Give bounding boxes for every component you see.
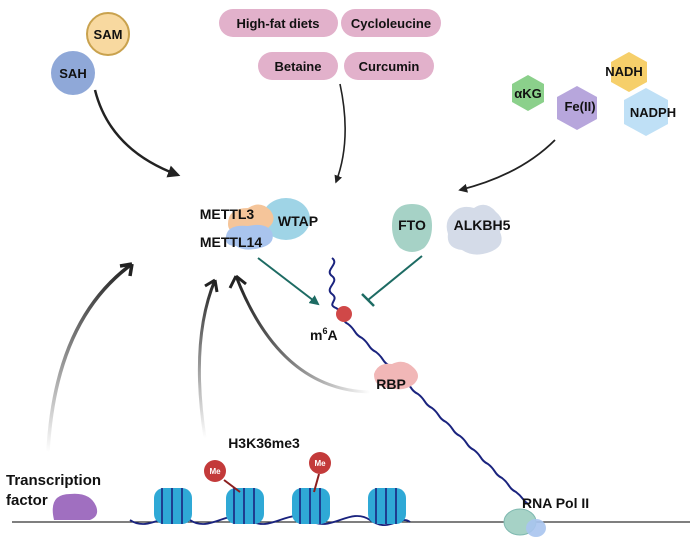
tf-to-writers-arrow — [46, 262, 134, 453]
tf-arrowhead — [119, 262, 134, 277]
rbp-arrowhead — [228, 274, 247, 289]
m6a-label: m6A — [310, 326, 338, 343]
cofactor-to-erasers-arrow — [458, 139, 556, 193]
betaine-label: Betaine — [275, 59, 322, 74]
rbp-label: RBP — [376, 376, 406, 392]
tf-label-line1: Transcription — [6, 472, 101, 489]
nadh-label: NADH — [605, 64, 643, 79]
pill-high-fat-diets: High-fat diets — [219, 9, 338, 37]
pill-cycloleucine: Cycloleucine — [341, 9, 441, 37]
high-fat-diets-label: High-fat diets — [236, 16, 319, 31]
rna-pol-ii-label: RNA Pol II — [522, 495, 589, 511]
akg-hexagon: αKG — [512, 75, 544, 111]
mettl14-label: METTL14 — [200, 234, 262, 250]
m6a-dot — [336, 306, 352, 322]
nadph-hexagon: NADPH — [624, 88, 676, 136]
pill-betaine: Betaine — [258, 52, 338, 80]
nadph-label: NADPH — [630, 105, 676, 120]
h3k36me3-to-writers-arrow — [197, 279, 217, 439]
me-label-2: Me — [314, 459, 326, 468]
akg-label: αKG — [514, 86, 542, 101]
pill-curcumin: Curcumin — [344, 52, 434, 80]
transcription-factor-protein — [52, 493, 98, 520]
nucleosome-2 — [226, 488, 264, 524]
fto-label: FTO — [398, 217, 426, 233]
tf-label-line2: factor — [6, 492, 48, 509]
wtap-label: WTAP — [278, 213, 318, 229]
me-mark-1: Me — [204, 460, 241, 493]
h3k36me3-arrowhead — [204, 278, 219, 293]
sam-to-writers-arrow — [93, 89, 181, 178]
nucleosome-4 — [368, 488, 406, 524]
diet-to-writers-arrow — [334, 83, 346, 184]
writer-to-m6a-arrow — [257, 257, 320, 306]
rbp-protein: RBP — [374, 361, 418, 392]
rbp-to-writers-arrow — [234, 275, 371, 394]
sam-circle: SAM — [86, 12, 130, 56]
h3k36me3-label: H3K36me3 — [228, 435, 300, 451]
rna-pol-ii-protein — [503, 508, 546, 537]
wtap-shape — [262, 198, 310, 240]
sah-circle: SAH — [51, 51, 95, 95]
nucleosome-1 — [154, 488, 192, 524]
mrna-strand — [328, 257, 529, 505]
nucleosome-3 — [292, 488, 330, 524]
curcumin-label: Curcumin — [359, 59, 420, 74]
eraser-inhibition-line — [367, 255, 423, 301]
alkbh5-protein: ALKBH5 — [446, 204, 511, 255]
eraser-inhibition-bar — [361, 293, 375, 307]
me-mark-2: Me — [309, 452, 331, 493]
sah-label: SAH — [59, 66, 86, 81]
fto-protein: FTO — [392, 204, 432, 252]
me-label-1: Me — [209, 467, 221, 476]
cycloleucine-label: Cycloleucine — [351, 16, 431, 31]
sam-label: SAM — [94, 27, 123, 42]
nadh-hexagon: NADH — [605, 52, 647, 92]
mettl3-label: METTL3 — [200, 206, 255, 222]
fe2-label: Fe(II) — [564, 99, 595, 114]
writer-complex: METTL3 WTAP METTL14 — [200, 198, 318, 250]
alkbh5-label: ALKBH5 — [454, 217, 511, 233]
mettl14-shape — [225, 224, 273, 250]
fe2-hexagon: Fe(II) — [557, 86, 597, 130]
